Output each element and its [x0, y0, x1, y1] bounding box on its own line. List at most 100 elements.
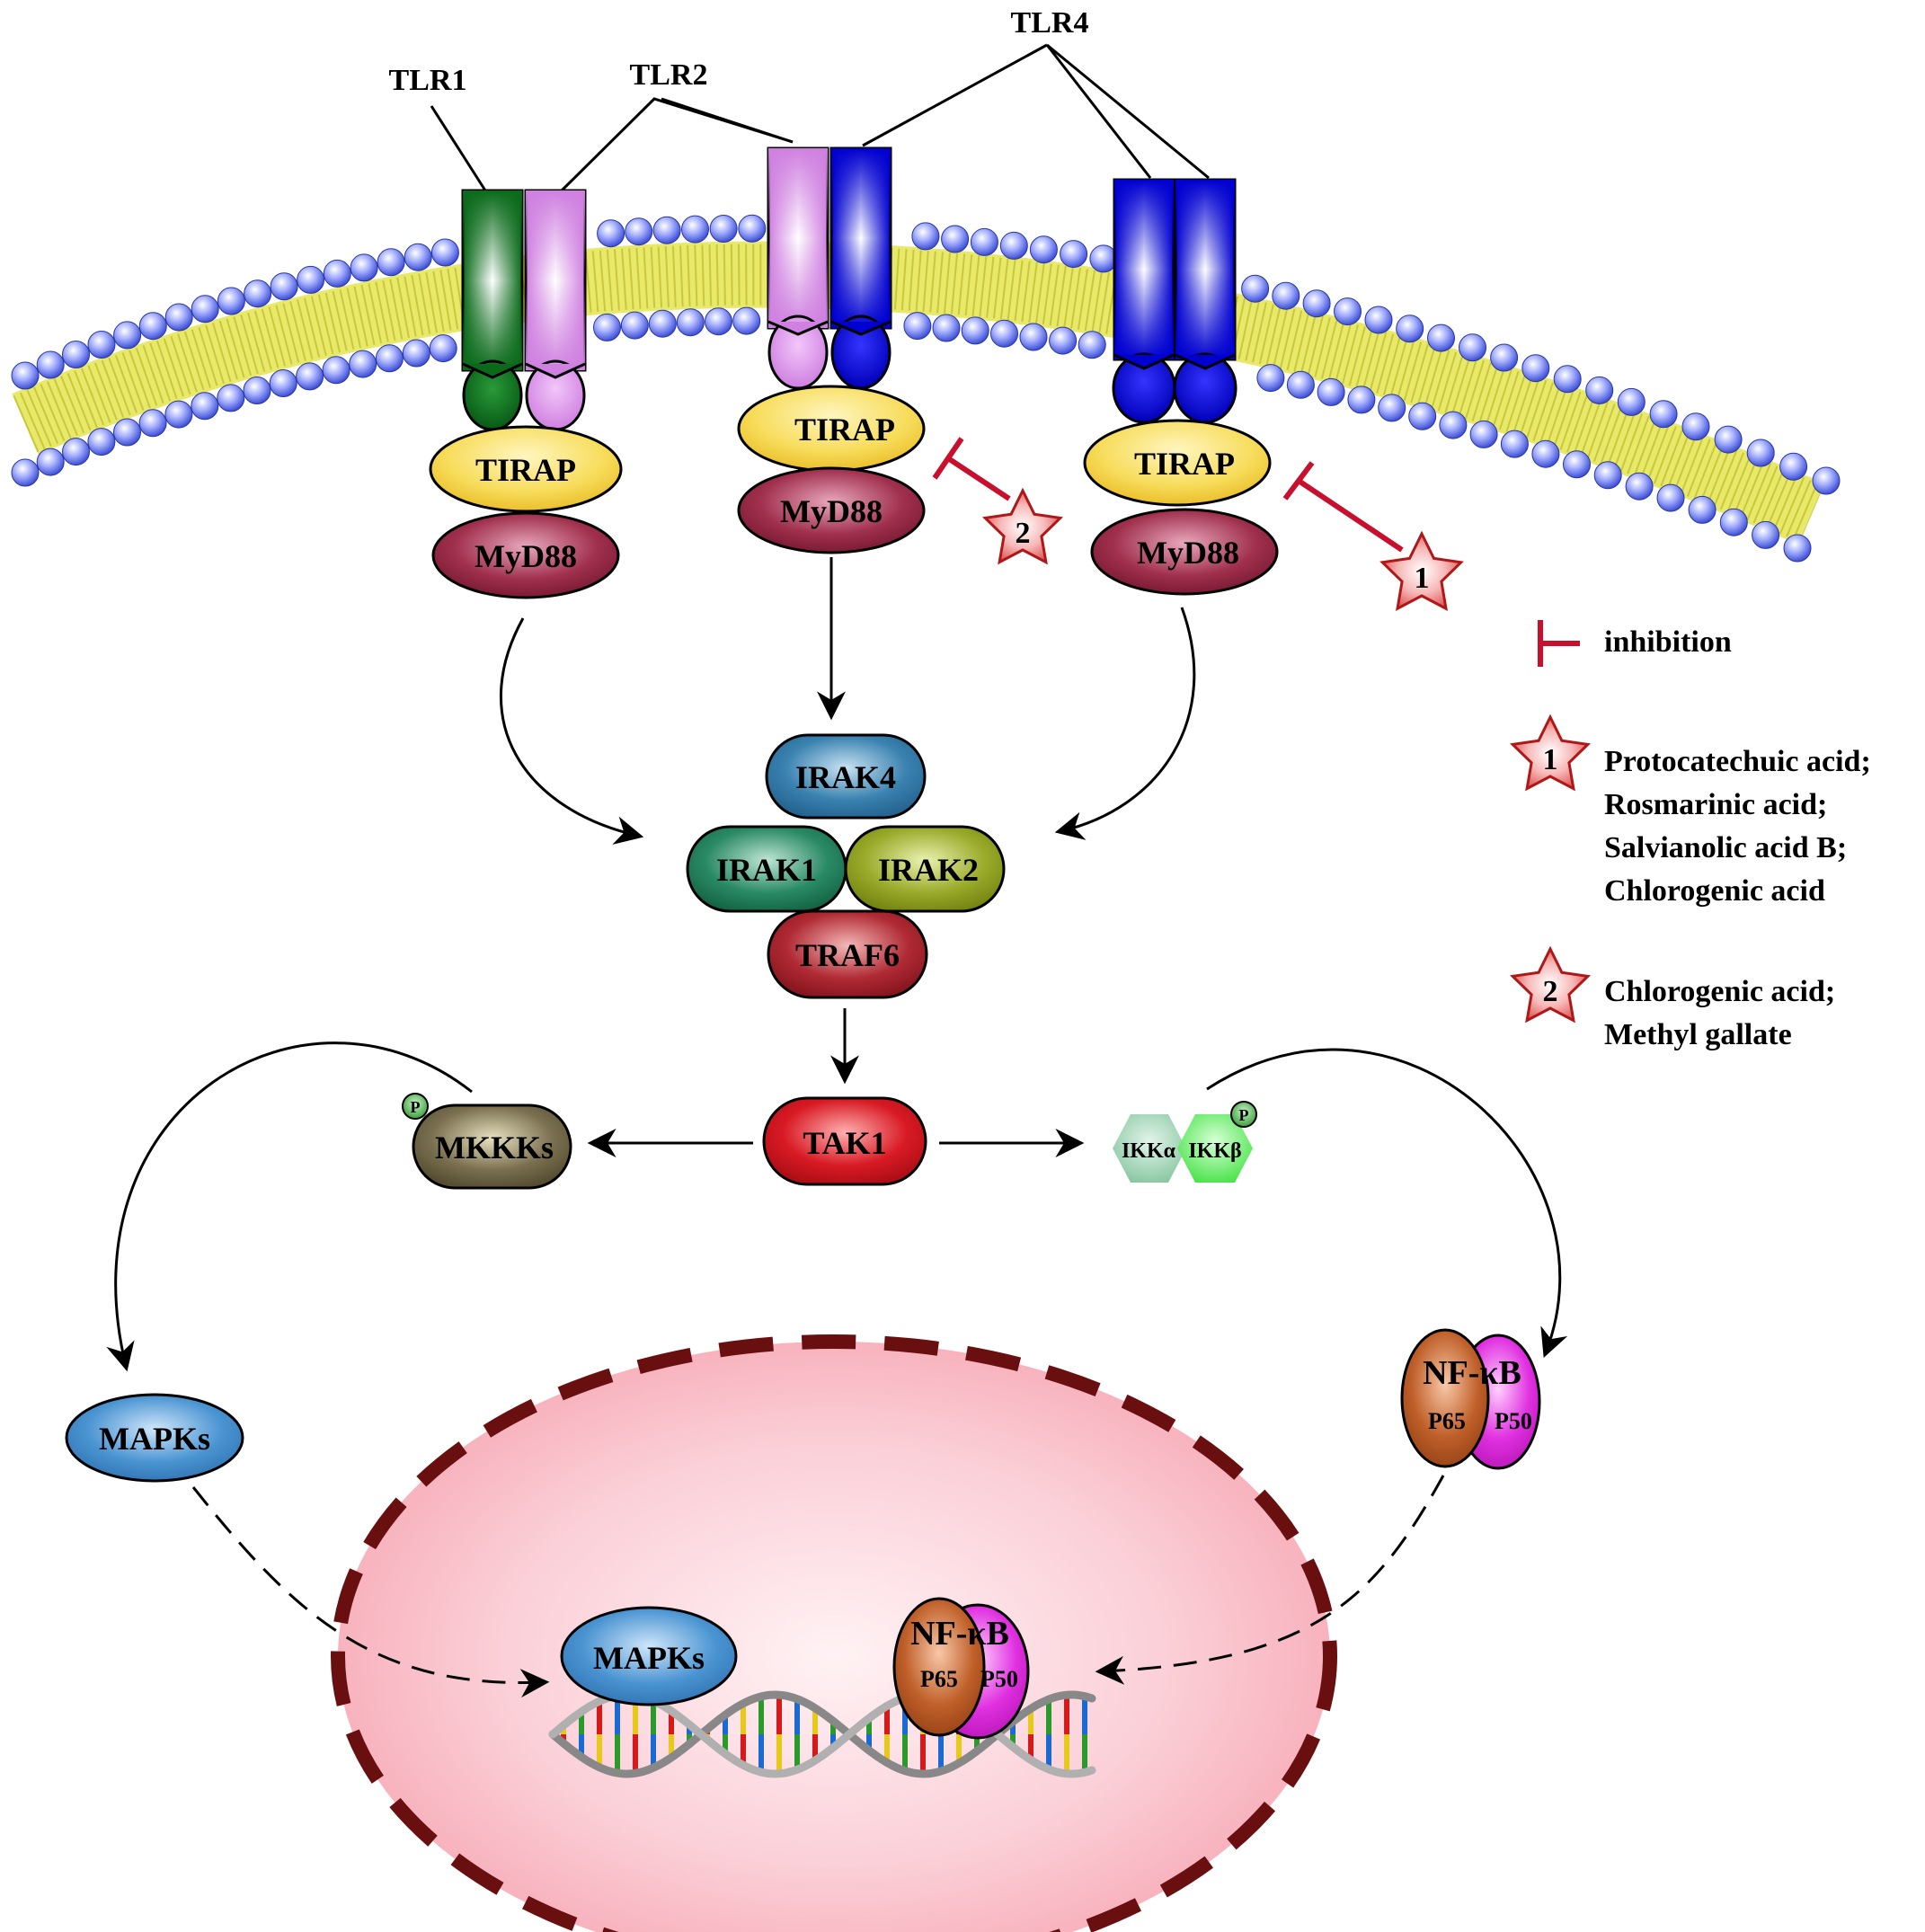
ikkb-hexagon: [1177, 1114, 1253, 1183]
legend-star-2-icon: [1509, 945, 1592, 1024]
p65-nucleus-label: P65: [920, 1666, 958, 1692]
tirap-right: [1083, 419, 1272, 507]
irak4-label: IRAK4: [795, 759, 896, 795]
mkkks-node: [412, 1103, 572, 1190]
receptor-label-leaders: [430, 43, 1210, 192]
outer-lipid-head: [1553, 365, 1582, 394]
traf6-label: TRAF6: [795, 937, 900, 973]
irak1-label: IRAK1: [716, 852, 817, 888]
cell-membrane: [11, 214, 1841, 563]
inhibition-marker-1: 1: [1282, 461, 1464, 611]
inner-lipid-head: [1656, 483, 1685, 512]
outer-lipid-head: [36, 350, 65, 379]
nfkb-cytoplasm: NF-κB P65 P50: [1400, 1328, 1541, 1470]
outer-lipid-head: [113, 321, 142, 350]
inner-lipid-head: [1783, 534, 1812, 563]
mkkks-node-group: MKKKs P: [402, 1093, 572, 1190]
inner-lipid-head: [620, 311, 649, 340]
star-1-icon: [1379, 530, 1464, 611]
inner-lipid-head: [932, 314, 961, 342]
inner-lipid-head: [1378, 394, 1406, 422]
mapks-nucleus-label: MAPKs: [593, 1640, 705, 1676]
outer-lipid-head: [1617, 387, 1646, 416]
outer-lipid-head: [1334, 297, 1362, 326]
outer-lipid-head: [1459, 333, 1486, 362]
ikk-complex: IKKα IKKβ P: [1113, 1101, 1257, 1183]
tirap-right-label: TIRAP: [1134, 446, 1235, 482]
star-2-label: 2: [1016, 517, 1031, 550]
outer-lipid-head: [1714, 425, 1743, 454]
ikkb-label: IKKβ: [1188, 1139, 1241, 1163]
outer-lipid-head: [244, 279, 272, 308]
outer-lipid-head: [1521, 354, 1550, 383]
legend-group-1-line-3: Salvianolic acid B;: [1604, 831, 1847, 864]
p65-cytoplasm-label: P65: [1428, 1408, 1466, 1434]
nfkb-nucleus: NF-κB P65 P50: [892, 1597, 1030, 1740]
outer-lipid-head: [625, 217, 653, 246]
legend-group-1: 1 Protocatechuic acid; Rosmarinic acid; …: [1509, 713, 1871, 908]
outer-lipid-head: [1746, 439, 1775, 467]
outer-lipid-head: [270, 272, 298, 301]
legend-group-1-line-1: Protocatechuic acid;: [1604, 745, 1871, 778]
ikka-label: IKKα: [1122, 1139, 1176, 1163]
inner-lipid-head: [11, 458, 40, 487]
outer-lipid-head: [430, 238, 459, 267]
legend-star-1-label: 1: [1543, 743, 1558, 776]
outer-lipid-head: [970, 227, 998, 256]
irak-traf6-complex: IRAK4 IRAK1 IRAK2 TRAF6: [686, 733, 1006, 999]
legend-group-2-line-1: Chlorogenic acid;: [1604, 975, 1835, 1008]
outer-lipid-head: [191, 295, 219, 323]
inner-lipid-head: [429, 334, 457, 363]
star-2-icon: [981, 487, 1064, 565]
outer-lipid-head: [1779, 452, 1808, 481]
translocation-arrows: [191, 1475, 1445, 1698]
p50-cytoplasm-label: P50: [1495, 1408, 1532, 1434]
inner-lipid-head: [990, 319, 1018, 348]
outer-lipid-head: [941, 225, 970, 253]
p50-nucleus-label: P50: [980, 1666, 1018, 1692]
outer-lipid-head: [164, 303, 193, 332]
inner-lipid-head: [1347, 386, 1376, 414]
p65-cytoplasm: [1400, 1328, 1490, 1468]
inner-lipid-head: [296, 362, 324, 391]
outer-lipid-head: [709, 215, 738, 243]
ikka-hexagon: [1113, 1114, 1186, 1183]
inner-lipid-head: [269, 369, 297, 397]
tirap-left-label: TIRAP: [475, 452, 576, 488]
membrane-lipid-heads: [11, 214, 1841, 563]
inner-lipid-head: [138, 409, 167, 438]
irak2-node: [844, 825, 1006, 913]
inner-lipid-head: [1469, 420, 1498, 448]
inner-lipid-head: [1500, 430, 1529, 458]
inner-lipid-head: [36, 448, 65, 476]
adaptor-stack-left: TIRAP MyD88: [429, 425, 623, 599]
mapks-cytoplasm-node: [65, 1393, 244, 1483]
inner-lipid-head: [1563, 450, 1591, 479]
tak1-label: TAK1: [803, 1125, 886, 1161]
legend-group-1-line-2: Rosmarinic acid;: [1604, 788, 1827, 821]
tak1-node: [762, 1096, 927, 1186]
p65-nucleus: [892, 1597, 986, 1737]
tlr1-label: TLR1: [389, 64, 467, 97]
outer-lipid-head: [1681, 412, 1710, 441]
outer-lipid-head: [1302, 289, 1331, 318]
inner-lipid-head: [1049, 326, 1078, 355]
inner-lipid-head: [1688, 495, 1717, 524]
inner-lipid-head: [322, 356, 350, 385]
nfkb-cytoplasm-label: NF-κB: [1423, 1354, 1521, 1392]
inner-lipid-head: [1719, 508, 1748, 536]
ikk-phospho-icon: [1230, 1101, 1257, 1128]
outer-lipid-head: [87, 331, 116, 359]
outer-lipid-head: [1241, 274, 1270, 303]
inner-lipid-head: [243, 377, 271, 404]
adaptor-stack-center: TIRAP MyD88: [737, 385, 926, 554]
inner-lipid-head: [705, 307, 732, 336]
inner-lipid-head: [1078, 331, 1106, 359]
legend-group-2: 2 Chlorogenic acid; Methyl gallate: [1509, 945, 1835, 1051]
inner-lipid-head: [113, 418, 141, 447]
tirap-left: [429, 425, 623, 513]
outer-lipid-head: [1060, 240, 1088, 269]
inner-lipid-head: [1317, 377, 1345, 406]
irak4-node: [765, 733, 927, 820]
